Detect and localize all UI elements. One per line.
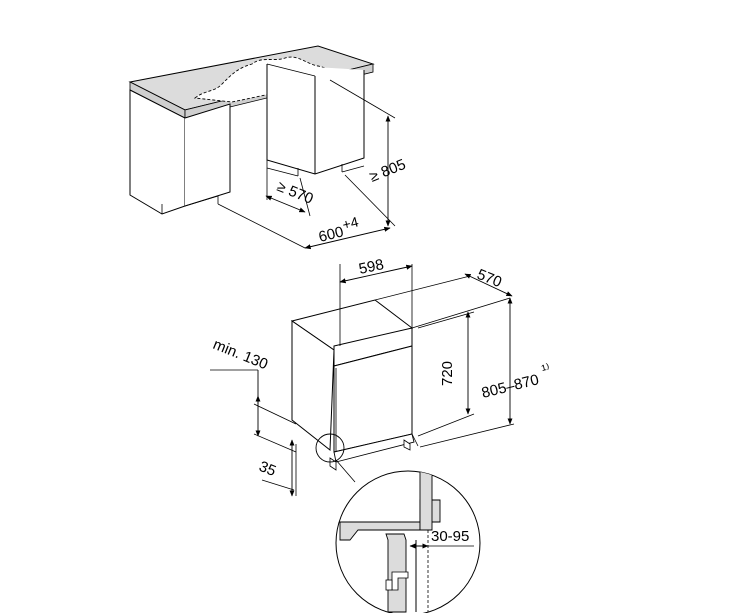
- appliance-depth-label: 570: [475, 266, 505, 291]
- left-cabinet: [129, 89, 186, 215]
- niche-dimensions: [217, 79, 396, 250]
- appliance-plinth-label: 35: [257, 458, 279, 480]
- appliance-panel-height-label: 720: [439, 361, 456, 386]
- detail-magnifier: [335, 470, 481, 613]
- appliance-min-label: min. 130: [211, 336, 271, 373]
- detail-offset-label: 30-95: [431, 528, 469, 545]
- svg-text:600: 600: [317, 223, 345, 246]
- appliance-dimensions: [210, 264, 515, 497]
- svg-text:+4: +4: [341, 213, 361, 232]
- appliance-width-label: 598: [357, 256, 385, 278]
- niche-illustration: [128, 45, 375, 215]
- appliance-total-height-label: 805–870 ¹⁾: [480, 360, 552, 402]
- niche-depth-label: ≥ 570: [275, 178, 316, 208]
- niche-width-label: 600 +4: [317, 213, 361, 246]
- dishwasher-illustration: [290, 299, 419, 471]
- svg-text:¹⁾: ¹⁾: [540, 360, 552, 377]
